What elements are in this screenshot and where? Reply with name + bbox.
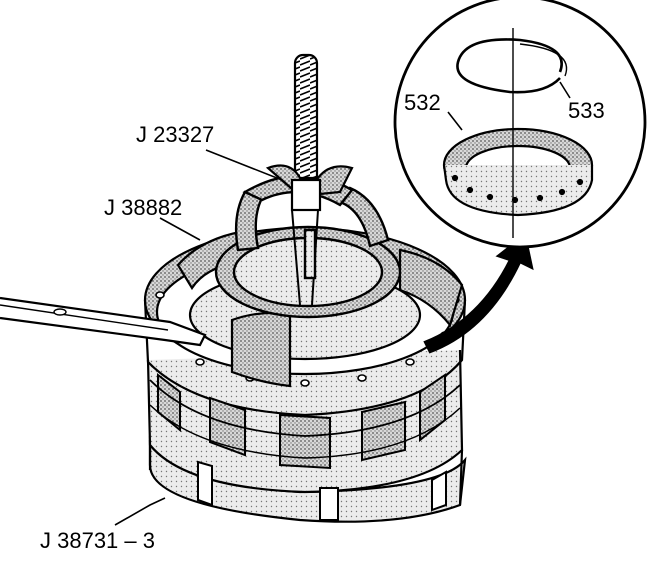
thrust-bearing	[442, 127, 594, 217]
threaded-rod	[265, 53, 354, 212]
snap-ring	[456, 38, 568, 94]
label-j38731-3: J 38731 – 3	[40, 528, 155, 553]
label-533: 533	[568, 98, 605, 123]
label-532: 532	[404, 90, 441, 115]
compressor-frame	[214, 174, 402, 319]
leader-lines	[114, 81, 571, 526]
adapter-plates	[176, 230, 464, 388]
detail-inset	[393, 0, 647, 249]
pry-tool	[0, 296, 207, 347]
label-j23327: J 23327	[136, 122, 214, 147]
label-j38882: J 38882	[104, 195, 182, 220]
